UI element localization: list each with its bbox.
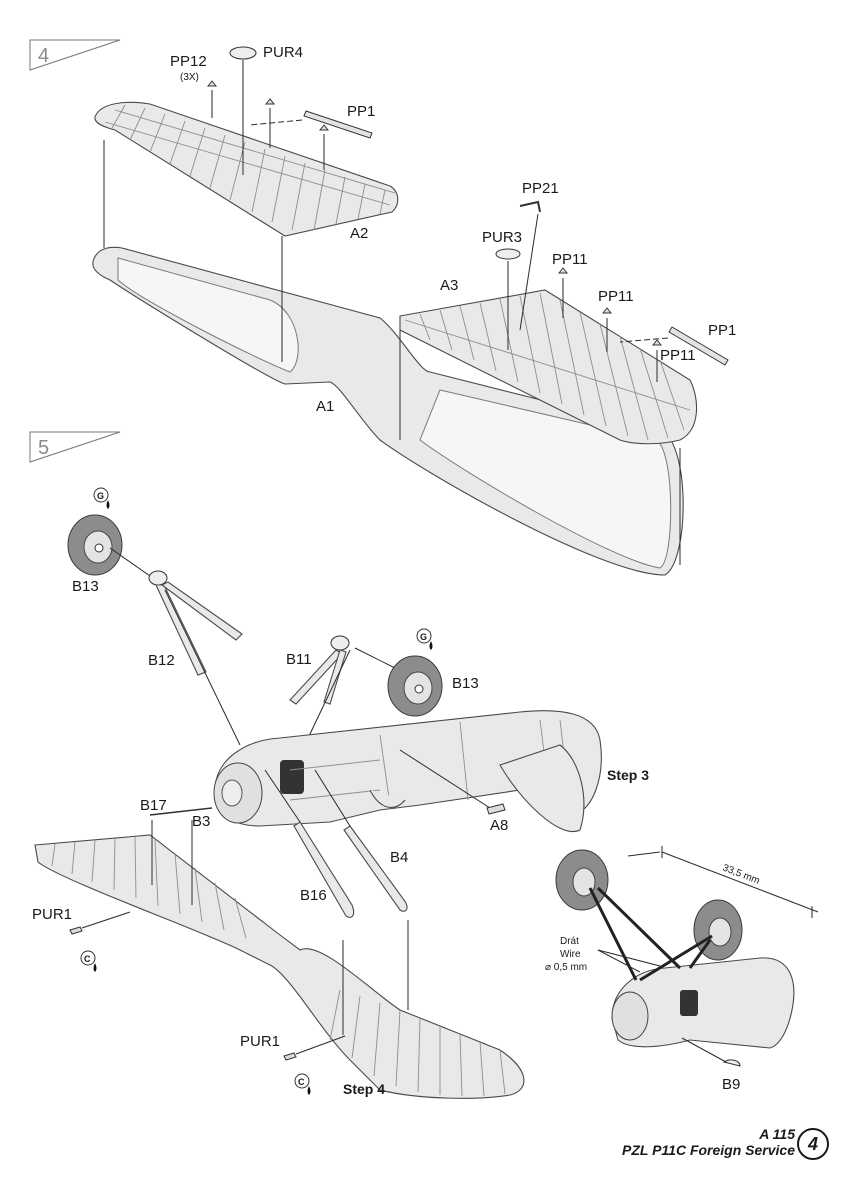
strut-b12 [148,570,243,746]
fuselage [213,710,602,833]
step-number-4: 4 [38,45,49,67]
svg-text:C: C [84,954,91,964]
label-pp11-a: PP11 [552,251,588,268]
svg-text:G: G [97,491,104,501]
part-pp1-b [619,326,729,366]
part-pur4 [229,46,257,175]
paint-callout-c-2: C [294,1073,311,1095]
label-b16: B16 [300,887,327,904]
label-step3: Step 3 [607,767,649,783]
label-step4: Step 4 [343,1081,385,1097]
svg-text:C: C [298,1077,305,1087]
step-4: 4 [29,39,736,576]
part-pur3 [495,248,521,350]
step-number-5: 5 [38,437,49,459]
wire-label-cz: Drát [560,936,579,947]
svg-text:G: G [420,632,427,642]
part-b17 [149,807,213,816]
upper-wing-part-a2 [94,101,399,237]
label-pur1-a: PUR1 [32,906,72,923]
part-pp12 [206,80,330,170]
paint-callout-c-1: C [80,950,97,972]
kit-title: PZL P11C Foreign Service [622,1142,795,1158]
label-a2: A2 [350,225,368,242]
lower-wing-assembly [34,820,525,1099]
label-pp12: PP12 [170,53,207,70]
label-pp1-b: PP1 [708,322,736,339]
label-pur3: PUR3 [482,229,522,246]
dimension-label: 33,5 mm [721,863,761,887]
label-b4: B4 [390,849,408,866]
a8-guide [399,749,491,809]
label-b13-a: B13 [72,578,99,595]
part-pur1-a [69,911,131,935]
strut-b16 [264,769,355,918]
label-pp11-b: PP11 [598,288,634,305]
label-b3: B3 [192,813,210,830]
label-b17: B17 [140,797,167,814]
a1-guides [103,140,681,565]
kit-code: A 115 [759,1126,795,1142]
page-number: 4 [797,1128,829,1160]
landing-gear-detail: 33,5 mm Drát Wire ⌀ 0,5 mm B9 [545,846,819,1093]
part-pp1 [249,110,373,139]
strut-b11 [289,635,396,756]
paint-callout-g-2: G [416,628,433,650]
label-pur1-b: PUR1 [240,1033,280,1050]
wire-label-size: ⌀ 0,5 mm [545,962,587,973]
step-badge-4 [29,39,121,71]
label-a8: A8 [490,817,508,834]
step-5: 5 G B13 B12 B11 [29,431,819,1099]
label-pp12-qty: (3X) [180,72,199,83]
wheel-b13-left [67,514,151,577]
label-a1: A1 [316,398,334,415]
upper-wing-part-a3 [399,289,698,445]
step-badge-5 [29,431,121,463]
label-a3: A3 [440,277,458,294]
strut-b4 [314,769,408,912]
label-pp21: PP21 [522,180,559,197]
part-pp21 [519,200,541,331]
part-pur1-b [283,1035,346,1061]
wire-label-en: Wire [560,949,581,960]
label-b12: B12 [148,652,175,669]
label-b11: B11 [286,651,312,668]
label-b9: B9 [722,1076,740,1093]
wheel-b13-right [387,655,443,717]
page-footer: A 115 PZL P11C Foreign Service [622,1126,829,1160]
part-pp11 [557,267,663,382]
part-a8 [486,803,506,815]
label-pur4: PUR4 [263,44,303,61]
paint-callout-g-1: G [93,487,110,509]
label-pp11-c: PP11 [660,347,696,364]
label-b13-b: B13 [452,675,479,692]
label-pp1-a: PP1 [347,103,375,120]
